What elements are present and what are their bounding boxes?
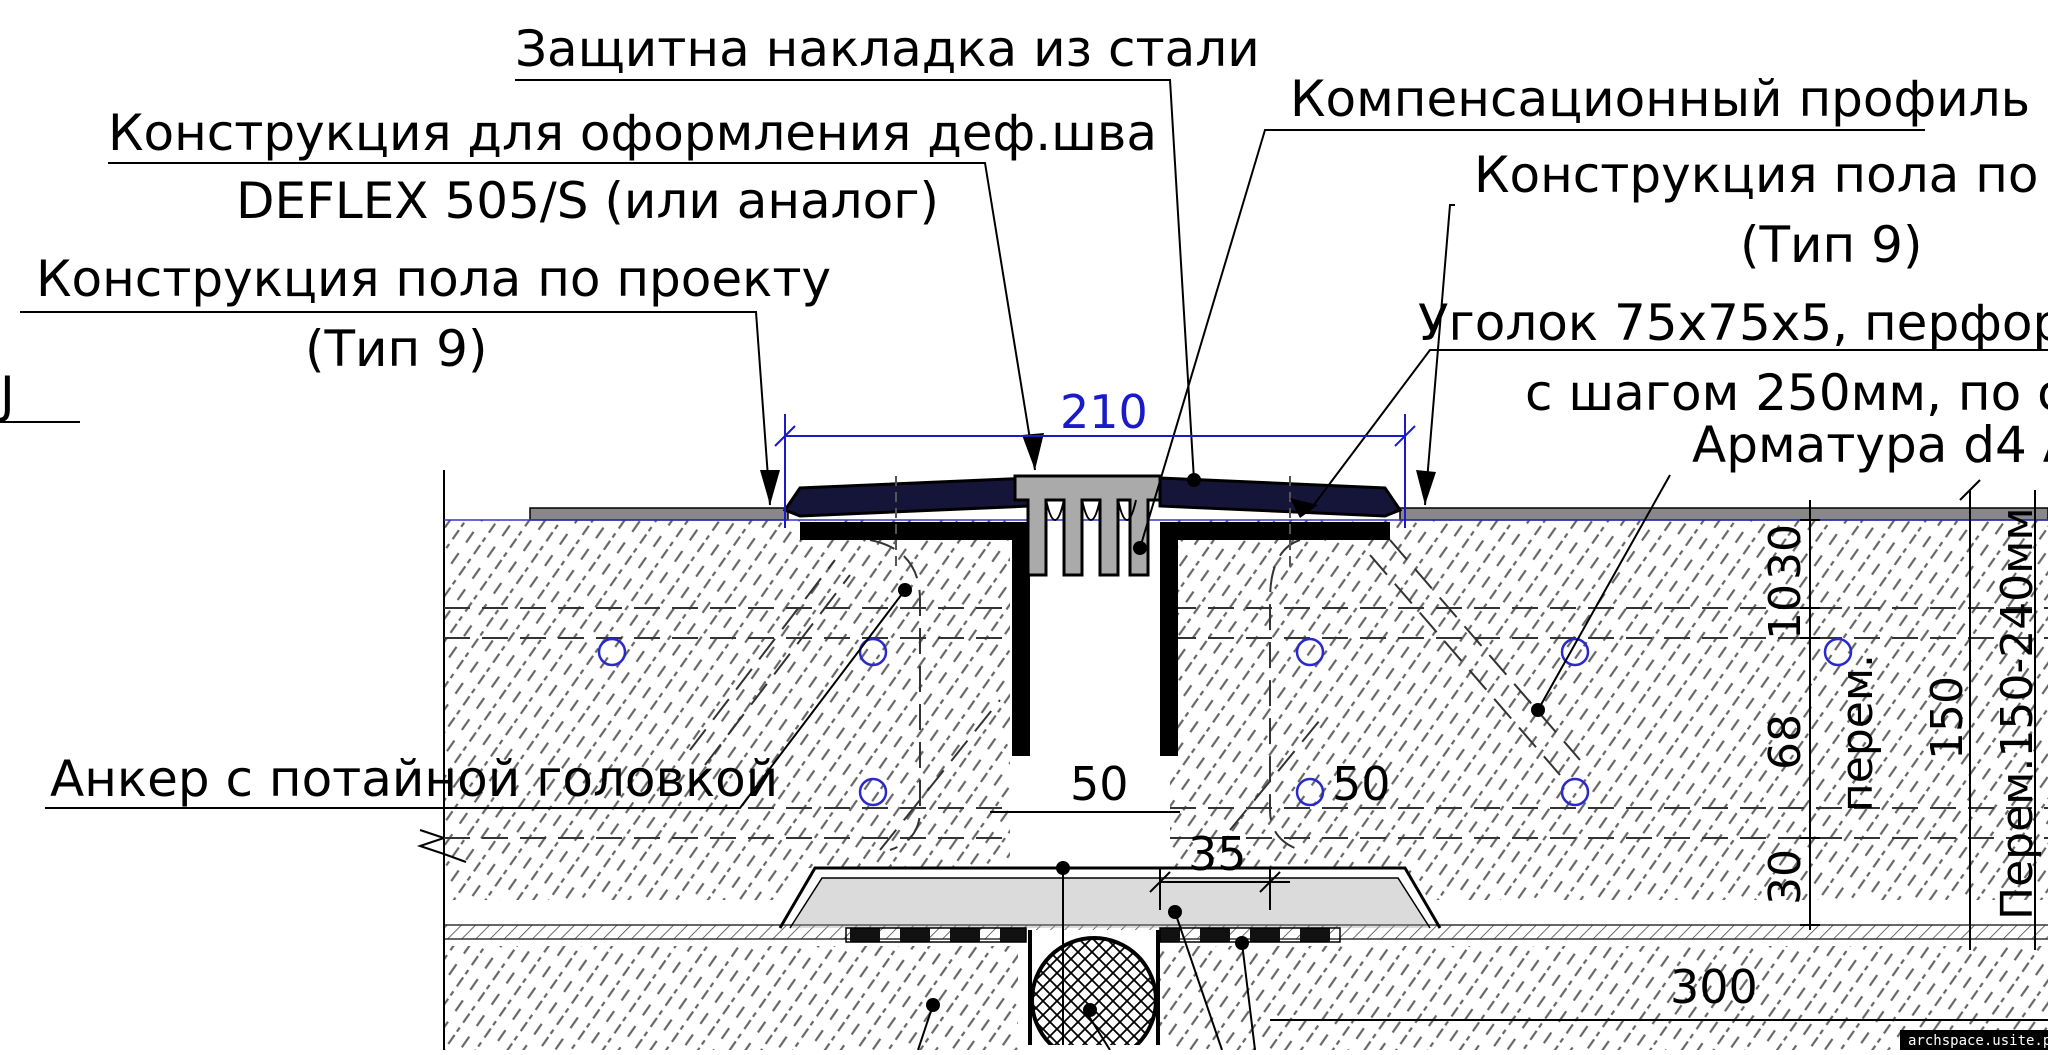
dim-35-text: 35 <box>1188 827 1247 881</box>
label-angle: Уголок 75х75х5, перфориро <box>1418 294 2048 352</box>
dim-30-top-text: 30 <box>1760 524 1811 580</box>
deflex-profile <box>782 474 1403 577</box>
dim-210 <box>774 414 1416 528</box>
floor-surface <box>444 507 2048 521</box>
label-joint-design: Конструкция для оформления деф.шва <box>108 104 1157 162</box>
dim-30-bottom-text: 30 <box>1760 849 1811 905</box>
concrete-slab-upper <box>444 520 2048 900</box>
label-floor-right: Конструкция пола по про <box>1474 146 2048 204</box>
label-anchor: Анкер с потайной головкой <box>50 750 778 808</box>
label-type-left: (Тип 9) <box>305 320 487 378</box>
label-rebar: Арматура d4 А <box>1692 416 2048 474</box>
dim-variable-text: перем. <box>1832 654 1883 812</box>
label-floor-left: Конструкция пола по проекту <box>36 250 831 308</box>
label-step: с шагом 250мм, по сер <box>1525 364 2048 422</box>
watermark: archspace.usite.pro <box>1908 1033 2048 1049</box>
leader-lines <box>20 79 2048 1051</box>
watermark-bg <box>1900 1030 2048 1050</box>
label-steel-cover: Защитна накладка из стали <box>515 20 1260 78</box>
dim-150-text: 150 <box>1922 676 1973 760</box>
dim-variable-150-240-text: Перем.150-240мм <box>1992 507 2043 920</box>
dim-10-text: 10 <box>1760 584 1811 640</box>
dim-50-right-text: 50 <box>1332 757 1391 811</box>
dim-68-text: 68 <box>1760 714 1811 770</box>
leader-dots <box>898 473 1545 1017</box>
label-type-right: (Тип 9) <box>1740 216 1922 274</box>
label-left-fragment: J <box>0 366 15 424</box>
arrowheads <box>760 433 1436 518</box>
label-compensation-profile: Компенсационный профиль <box>1290 70 2030 128</box>
dim-300-text: 300 <box>1670 960 1758 1014</box>
break-line <box>0 421 467 1050</box>
rebar-dashed-lines <box>444 539 2048 851</box>
label-deflex: DEFLEX 505/S (или аналог) <box>236 172 939 230</box>
dim-210-text: 210 <box>1060 385 1148 439</box>
rebar-circles <box>597 637 1853 807</box>
dimension-lines <box>990 479 2048 1021</box>
dim-50-center-text: 50 <box>1070 757 1129 811</box>
